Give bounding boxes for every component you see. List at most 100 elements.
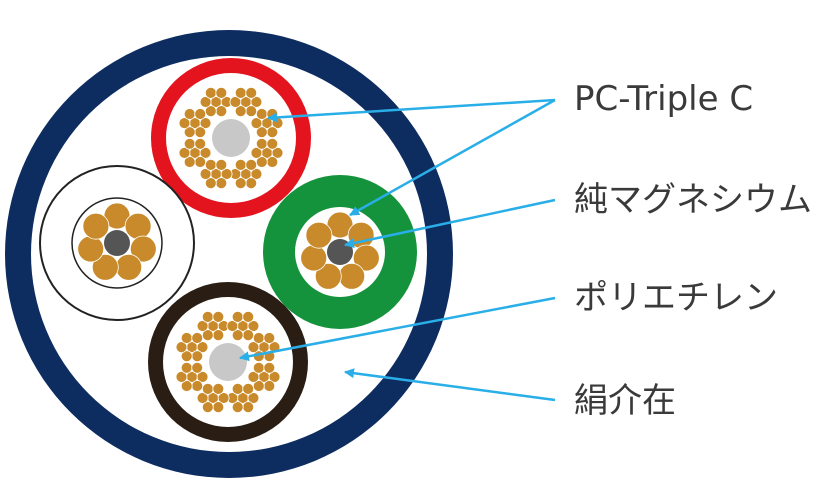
copper-strand [250,117,263,129]
copper-strand [183,137,196,150]
copper-strand [215,177,228,190]
copper-strand [180,350,193,363]
copper-strand [255,137,268,150]
copper-strand [242,310,255,323]
copper-strand [215,105,228,117]
copper-strand [194,108,207,120]
copper-strand [252,361,265,374]
copper-strand [175,341,188,354]
copper-strand [271,146,284,159]
copper-strand [178,117,191,129]
copper-strand [314,262,342,290]
leader-copper-to-red [267,98,556,123]
copper-strand [305,221,333,249]
conductor-white [39,165,195,321]
copper-strand [263,380,276,392]
copper-strand [229,96,242,108]
copper-strand [196,320,209,332]
copper-strand [199,146,212,159]
copper-strand [215,87,228,99]
magnesium-core [104,230,130,256]
copper-strand [201,329,214,342]
copper-strand [217,392,230,404]
copper-strand [234,105,247,117]
copper-strand [263,361,276,374]
leader-polyethylene [239,296,556,362]
copper-strand [226,320,239,332]
copper-strand [194,156,207,168]
copper-strand [245,158,258,171]
copper-strand-bundle [178,87,284,190]
copper-strand [231,401,244,414]
copper-strand [183,126,196,139]
copper-strand [247,320,260,332]
copper-strand [266,156,279,168]
copper-strand [231,382,244,395]
copper-strand [204,177,217,190]
leader-magnesium [344,198,556,249]
copper-strand [194,137,207,150]
conductor-green [263,175,417,329]
copper-strand [252,332,265,344]
copper-strand [196,341,209,354]
copper-strand [242,329,255,342]
center-core-gray [212,119,250,157]
copper-strand [201,382,214,395]
copper-strand [300,244,328,272]
leader-lines [239,98,556,402]
copper-strand [183,156,196,168]
copper-strand [352,244,380,272]
copper-strand [129,235,157,263]
copper-strand [204,158,217,171]
copper-strand [250,168,263,180]
copper-strand [199,168,212,180]
conductor-red [151,58,311,218]
copper-strand [183,108,196,120]
copper-strand [180,361,193,374]
filler-area [31,56,427,452]
copper-strand [234,87,247,99]
copper-strand [215,158,228,171]
copper-strand [234,177,247,190]
copper-strand [124,212,152,240]
copper-strand [212,329,225,342]
copper-strand [178,146,191,159]
copper-strand [115,253,143,281]
copper-strand [266,137,279,150]
copper-strand [338,262,366,290]
copper-strand [191,332,204,344]
copper-strand [204,87,217,99]
copper-strand [247,370,260,383]
copper-strand [245,105,258,117]
copper-strand [268,370,281,383]
copper-strand [82,212,110,240]
copper-strand [204,105,217,117]
copper-strand [263,332,276,344]
copper-strand [191,361,204,374]
copper-strand [212,310,225,323]
copper-strand [231,329,244,342]
copper-strand-bundle [175,310,281,414]
copper-strand [247,341,260,354]
copper-strand [242,382,255,395]
copper-strand [199,96,212,108]
copper-strand [212,382,225,395]
copper-strand [250,146,263,159]
label-pc-triple-c: PC-Triple C [574,79,754,119]
copper-strand [234,158,247,171]
copper-strand-ring [77,202,157,281]
label-polyethylene: ポリエチレン [574,278,778,318]
copper-strand [180,380,193,392]
copper-strand [91,253,119,281]
copper-strand [196,370,209,383]
copper-strand [191,350,204,363]
label-filler: 絹介在 [574,381,676,421]
copper-strand [194,126,207,139]
copper-strand [247,392,260,404]
copper-strand [199,117,212,129]
copper-strand [191,380,204,392]
copper-strand [201,401,214,414]
copper-strand [245,177,258,190]
copper-strand [220,168,233,180]
